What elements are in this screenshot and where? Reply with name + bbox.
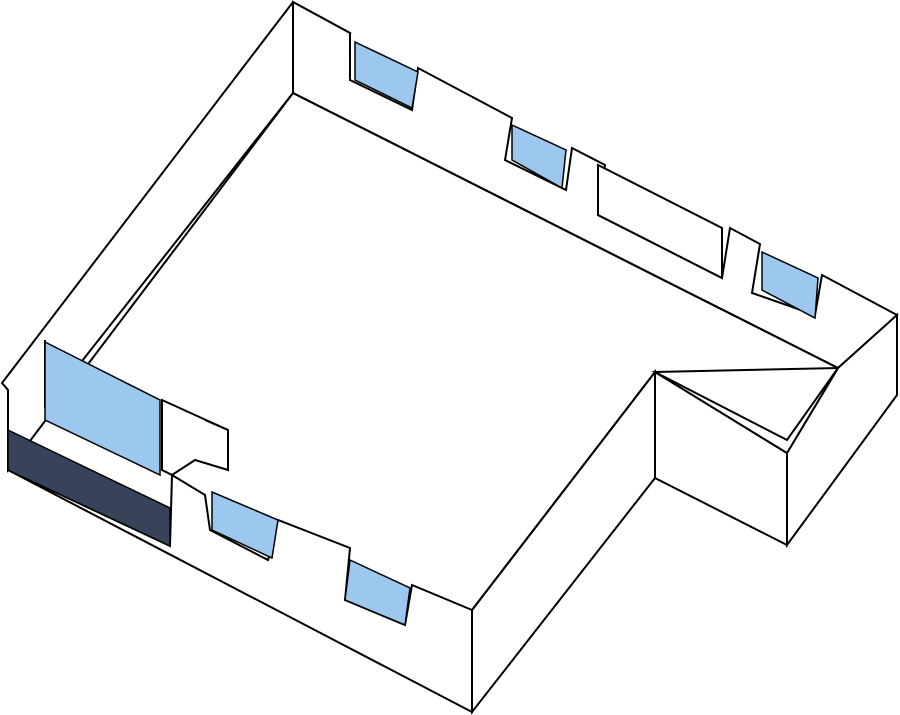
left-inner-edge (44, 92, 294, 409)
inner-right-edge (471, 367, 839, 611)
window-back-1 (354, 40, 419, 110)
back-wall-closet-panel (597, 163, 723, 280)
window-front-2 (344, 558, 411, 627)
window-front-1 (211, 490, 279, 560)
window-back-2 (511, 123, 567, 190)
window-back-3 (761, 250, 819, 320)
back-inner-line (292, 92, 839, 369)
front-wall-right-corner (471, 369, 656, 715)
door-panel (7, 428, 171, 548)
window-left-large (44, 340, 161, 477)
door-pilaster (161, 398, 229, 477)
window-glass (44, 40, 819, 627)
front-wall-lower (7, 469, 473, 714)
front-inner-edge (204, 419, 229, 470)
door-dark-panel (7, 428, 171, 548)
